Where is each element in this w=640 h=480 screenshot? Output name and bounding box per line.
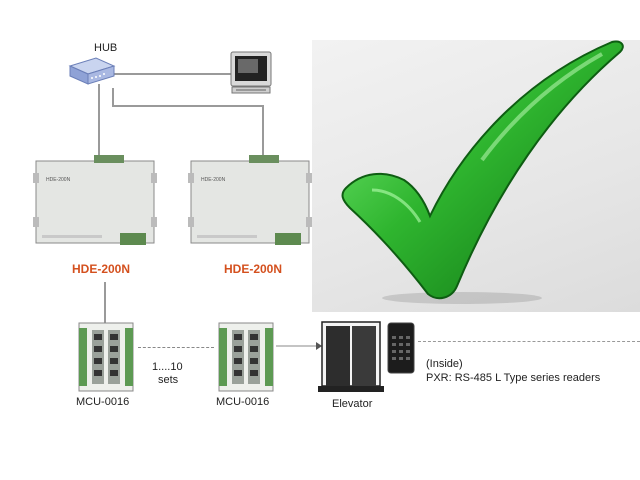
wire-controller-mcu	[104, 282, 106, 330]
checkmark-panel	[312, 40, 640, 312]
controller-2-label: HDE-200N	[224, 262, 283, 276]
mcu-unit-1	[78, 322, 134, 392]
sets-range-label: 1....10	[152, 361, 183, 373]
mcu-unit-2	[218, 322, 274, 392]
controller-board-1: HDE-200N	[33, 155, 157, 245]
dashed-link-mcu	[138, 347, 214, 348]
controller-1-label: HDE-200N	[72, 262, 131, 276]
reader-location-label: (Inside)	[426, 358, 463, 370]
checkmark-icon	[341, 40, 624, 304]
board-2-text: HDE-200N	[201, 177, 226, 183]
sets-unit-label: sets	[158, 374, 179, 386]
mcu-1-label: MCU-0016	[76, 396, 130, 408]
wire-bus-down-right	[262, 105, 264, 158]
card-reader-icon	[387, 322, 415, 374]
hub-icon	[68, 57, 116, 85]
wire-hub-right	[112, 88, 114, 106]
wire-hub-down	[98, 84, 100, 158]
hub-label: HUB	[94, 42, 118, 54]
board-1-text: HDE-200N	[46, 177, 71, 183]
monitor-icon	[230, 51, 272, 94]
wire-hub-monitor	[108, 73, 250, 75]
arrow-mcu-elevator	[276, 342, 322, 350]
reader-model-label: PXR: RS-485 L Type series readers	[426, 372, 601, 384]
mcu-2-label: MCU-0016	[216, 396, 270, 408]
controller-board-2: HDE-200N	[188, 155, 312, 245]
wire-bus-horizontal	[112, 105, 264, 107]
dashed-link-reader	[418, 341, 640, 342]
elevator-label: Elevator	[332, 398, 373, 410]
elevator-icon	[318, 321, 384, 392]
